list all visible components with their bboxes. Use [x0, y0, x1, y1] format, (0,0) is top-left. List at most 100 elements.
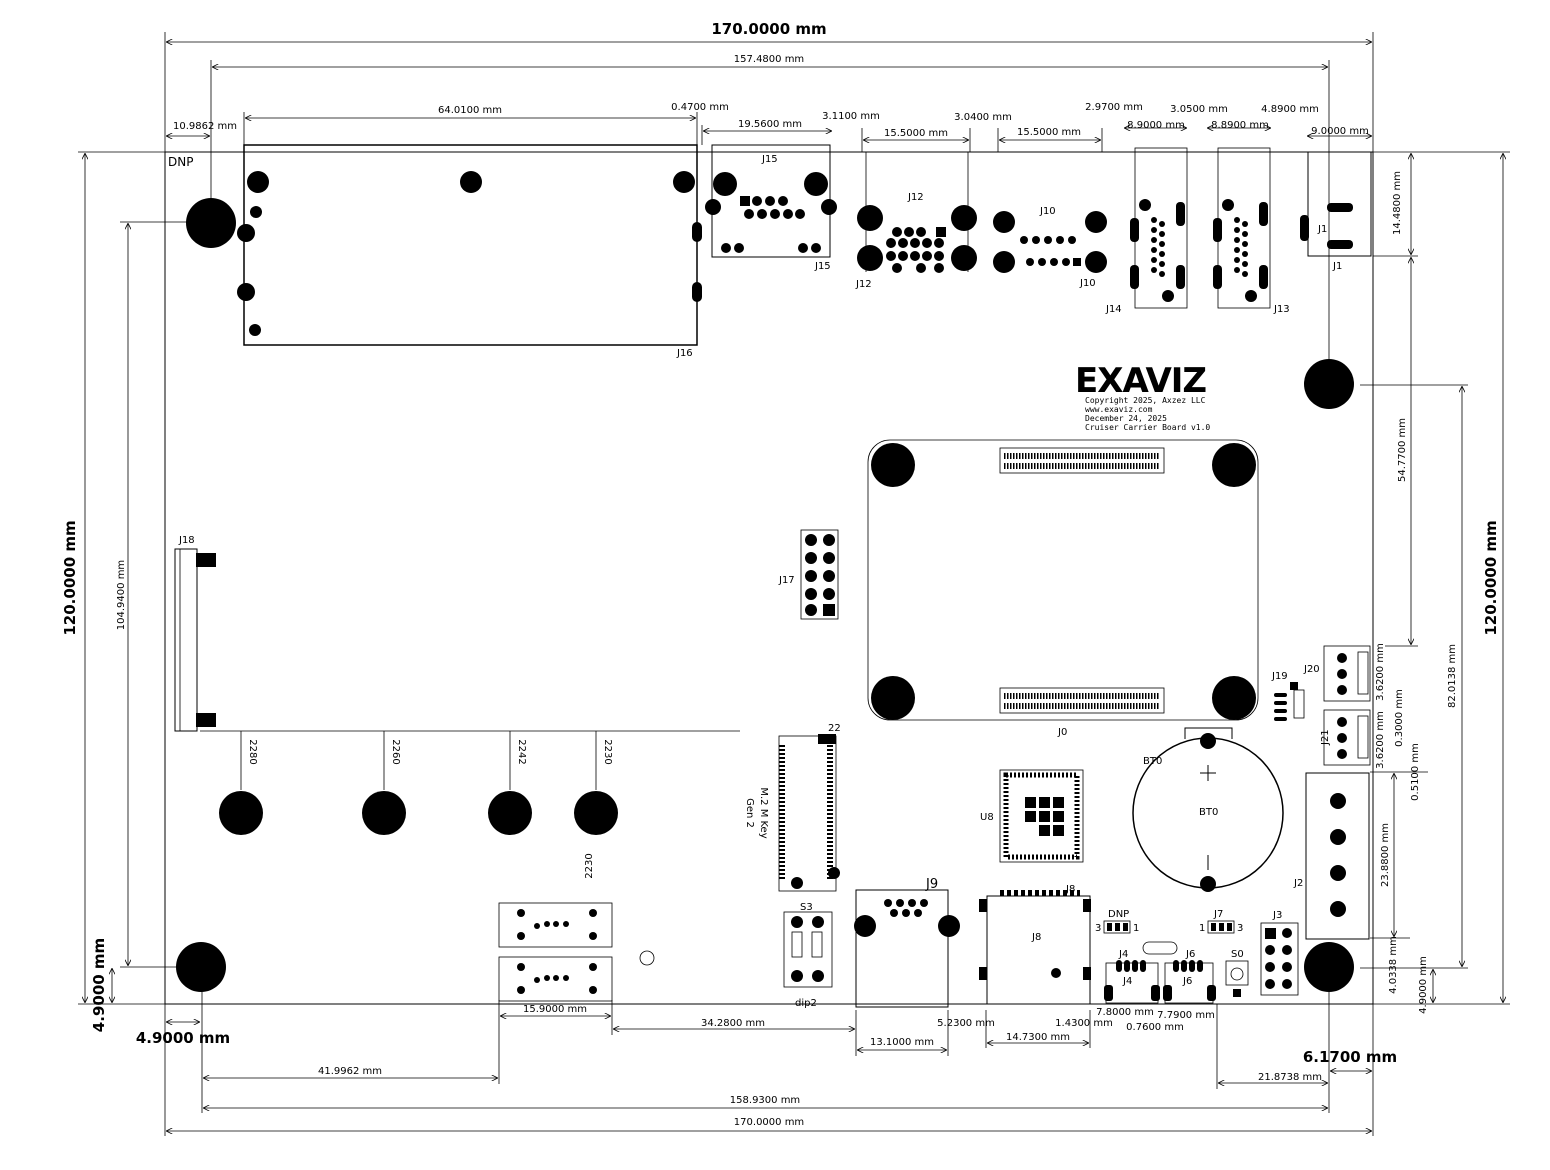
dim-15-9000: 15.9000 mm [523, 1004, 587, 1015]
dim-bottom-overall: 170.0000 mm [734, 1117, 804, 1128]
chip-u8: U8 [980, 769, 1084, 863]
refdes-j8-a: J8 [1065, 884, 1075, 895]
m2-gen-label: Gen 2 [744, 798, 755, 828]
connector-j15: J15 J15 [705, 144, 837, 272]
switch-s0: S0 [1225, 949, 1249, 997]
dim-1-4300: 1.4300 mm [1055, 1018, 1113, 1029]
connector-j3: J3 [1260, 910, 1299, 996]
mounting-hole-tl [186, 198, 236, 248]
connector-j9: J9 [854, 877, 960, 1008]
label-2260: 2260 [390, 739, 401, 764]
dim-13-1000: 13.1000 mm [870, 1037, 934, 1048]
connector-j12: J12 J12 [855, 152, 977, 290]
dim-14-7300: 14.7300 mm [1006, 1032, 1070, 1043]
refdes-j18: J18 [178, 535, 195, 546]
refdes-j1-a: J1 [1317, 224, 1327, 235]
refdes-j2: J2 [1293, 878, 1303, 889]
refdes-j3: J3 [1272, 910, 1282, 921]
dim-14-4800: 14.4800 mm [1392, 171, 1403, 235]
refdes-j16: J16 [676, 348, 693, 359]
dim-6-1700: 6.1700 mm [1303, 1048, 1397, 1066]
refdes-j7: J7 [1213, 909, 1223, 920]
connector-j6: J6 J6 [1163, 949, 1216, 1004]
refdes-j17: J17 [778, 575, 795, 586]
refdes-j0: J0 [1057, 727, 1067, 738]
dim-4-9000-vertical: 4.9000 mm [90, 938, 108, 1032]
connector-j19: J19 [1271, 671, 1305, 721]
dim-15-5000-b: 15.5000 mm [1017, 127, 1081, 138]
dim-3-0500: 3.0500 mm [1170, 104, 1228, 115]
dim-23-8800: 23.8800 mm [1380, 823, 1391, 887]
dim-82-0138: 82.0138 mm [1447, 644, 1458, 708]
switch-s3: S3 dip2 [783, 902, 833, 1009]
dim-8-8900: 8.8900 mm [1211, 120, 1269, 131]
pin-3-b: 3 [1237, 923, 1243, 934]
refdes-j4-b: J4 [1122, 976, 1132, 987]
dim-3-1100: 3.1100 mm [822, 111, 880, 122]
dim-left-mount-span: 104.9400 mm [116, 560, 127, 630]
exaviz-logo: EXAVIZ [1075, 361, 1206, 401]
refdes-j13: J13 [1273, 304, 1290, 315]
connector-j10: J10 J10 [993, 151, 1107, 289]
dim-7-8000: 7.8000 mm [1096, 1007, 1154, 1018]
pin-1-a: 1 [1133, 923, 1139, 934]
label-22: 22 [828, 723, 841, 734]
connector-j4: J4 J4 [1104, 949, 1160, 1004]
connector-j16: J16 [237, 144, 702, 359]
label-2280: 2280 [247, 739, 258, 764]
dim-0-7600: 0.7600 mm [1126, 1022, 1184, 1033]
dim-3-6200-b: 3.6200 mm [1375, 711, 1386, 769]
connector-j8: J8 J8 [979, 884, 1091, 1005]
dim-34-2800: 34.2800 mm [701, 1018, 765, 1029]
refdes-j12-bottom: J12 [855, 279, 872, 290]
dim-0-4700: 0.4700 mm [671, 102, 729, 113]
refdes-u8: U8 [980, 812, 994, 823]
refdes-j4-a: J4 [1118, 949, 1128, 960]
dim-9-0000: 9.0000 mm [1311, 126, 1369, 137]
dim-0-3000: 0.3000 mm [1394, 689, 1405, 747]
refdes-j8-b: J8 [1031, 932, 1041, 943]
refdes-j9: J9 [925, 877, 938, 892]
copyright-line-2: www.exaviz.com [1085, 405, 1153, 414]
refdes-j20: J20 [1303, 664, 1320, 675]
board-outline [164, 151, 1374, 1005]
connector-j18: J18 [174, 535, 216, 732]
dim-7-7900: 7.7900 mm [1157, 1010, 1215, 1021]
connector-j2: J2 [1293, 772, 1370, 940]
battery-bt0: BT0 BT0 [1132, 727, 1284, 892]
dim-10-9862: 10.9862 mm [173, 121, 237, 132]
refdes-j15-top: J15 [761, 154, 778, 165]
refdes-j21: J21 [1320, 729, 1331, 746]
jumper-j7: J7 1 3 [1199, 909, 1243, 934]
dim-8-9000: 8.9000 mm [1127, 120, 1185, 131]
connector-j20: J20 [1303, 645, 1371, 702]
pin-3-a: 3 [1095, 923, 1101, 934]
dim-3-0400: 3.0400 mm [954, 112, 1012, 123]
dim-41-9962: 41.9962 mm [318, 1066, 382, 1077]
label-dip2: dip2 [795, 998, 817, 1009]
refdes-j14: J14 [1105, 304, 1122, 315]
refdes-j19: J19 [1271, 671, 1288, 682]
dim-64-0100: 64.0100 mm [438, 105, 502, 116]
mounting-hole-br [1304, 942, 1354, 992]
refdes-s3: S3 [800, 902, 813, 913]
refdes-dnp-jumper: DNP [1108, 909, 1129, 920]
dim-21-8738: 21.8738 mm [1258, 1072, 1322, 1083]
dim-top-mount-span: 157.4800 mm [734, 54, 804, 65]
connector-j21: J21 [1320, 709, 1371, 766]
board-dnp-label: DNP [168, 155, 193, 169]
dim-54-7700: 54.7700 mm [1397, 418, 1408, 482]
connector-j1: J1 J1 [1300, 151, 1372, 272]
copyright-line-3: December 24, 2025 [1085, 414, 1167, 423]
dim-right-overall: 120.0000 mm [1482, 520, 1500, 635]
dim-3-6200-a: 3.6200 mm [1375, 643, 1386, 701]
m2-slot: 22 M.2 M Key Gen 2 [744, 723, 841, 892]
dim-4-0338: 4.0338 mm [1388, 936, 1399, 994]
connector-j13: J13 [1213, 147, 1290, 315]
refdes-j10-bottom: J10 [1079, 278, 1096, 289]
dim-4-9000-horizontal: 4.9000 mm [136, 1029, 230, 1047]
label-2242: 2242 [516, 739, 527, 764]
dim-19-5600: 19.5600 mm [738, 119, 802, 130]
copyright-line-4: Cruiser Carrier Board v1.0 [1085, 423, 1210, 432]
